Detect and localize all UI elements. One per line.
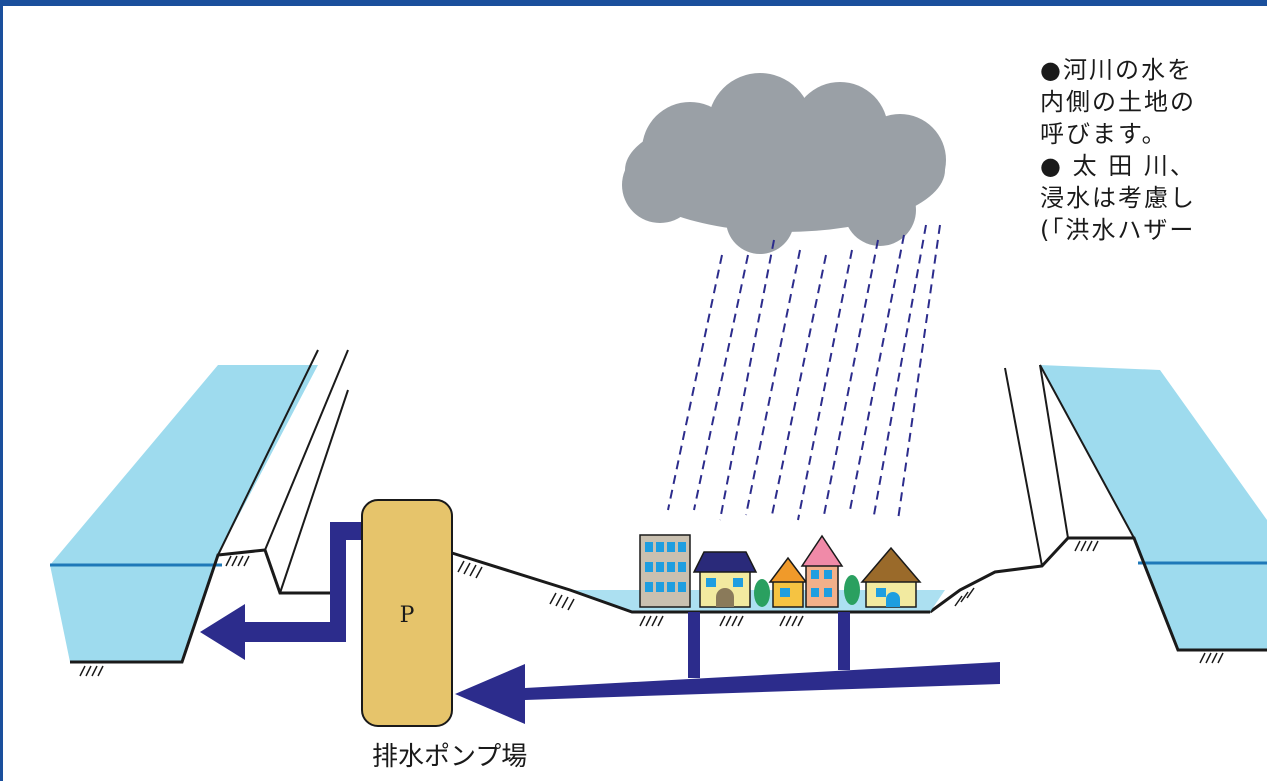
- town: [639, 534, 922, 608]
- house-icon: [768, 556, 808, 608]
- rain: [667, 224, 941, 521]
- right-river: [929, 364, 1267, 664]
- left-levee-line-1: [217, 349, 319, 556]
- drain-pipe-1: [688, 612, 700, 678]
- description-line: ● 太 田 川、: [1040, 152, 1196, 180]
- pump-symbol: P: [400, 603, 415, 628]
- tree-icon: [754, 579, 770, 607]
- right-levee-outline: [929, 536, 1267, 652]
- left-levee-line-2: [264, 349, 349, 551]
- description-line: 呼びます。: [1040, 120, 1168, 148]
- drain-pipe-2: [838, 612, 850, 670]
- left-river: [50, 349, 349, 677]
- inland-ground-line: [451, 551, 930, 614]
- description-line: 内側の土地の: [1040, 88, 1196, 116]
- discharge-pipe: [330, 522, 363, 642]
- pump-station-caption: 排水ポンプ場: [372, 742, 528, 772]
- main-drain-arrow: [455, 662, 1000, 724]
- pump-station-icon: P: [361, 499, 453, 727]
- right-levee-line-3: [1039, 364, 1135, 539]
- description-line: 浸水は考慮し: [1040, 184, 1196, 212]
- tree-icon: [844, 575, 860, 605]
- right-river-water: [1040, 365, 1267, 650]
- description-text: ●河川の水を 内側の土地の 呼びます。 ● 太 田 川、 浸水は考慮し (「洪水…: [1040, 54, 1267, 246]
- ground-hatch: [79, 555, 250, 677]
- drainage-flow: [200, 522, 1000, 724]
- description-line: ●河川の水を: [1040, 56, 1193, 84]
- left-levee-outline: [70, 548, 330, 664]
- house-icon: [692, 551, 758, 608]
- discharge-arrow: [200, 604, 346, 660]
- left-river-water: [50, 365, 318, 662]
- description-line: (「洪水ハザー: [1040, 216, 1196, 244]
- right-levee-line-1: [1004, 367, 1043, 567]
- house-icon: [860, 546, 922, 608]
- right-levee-line-2: [1039, 364, 1069, 539]
- building-icon: [639, 534, 691, 608]
- house-icon: [800, 534, 844, 608]
- left-levee-line-3: [279, 389, 349, 594]
- rain-cloud-icon: [622, 73, 946, 254]
- pump-station-body: [361, 499, 453, 727]
